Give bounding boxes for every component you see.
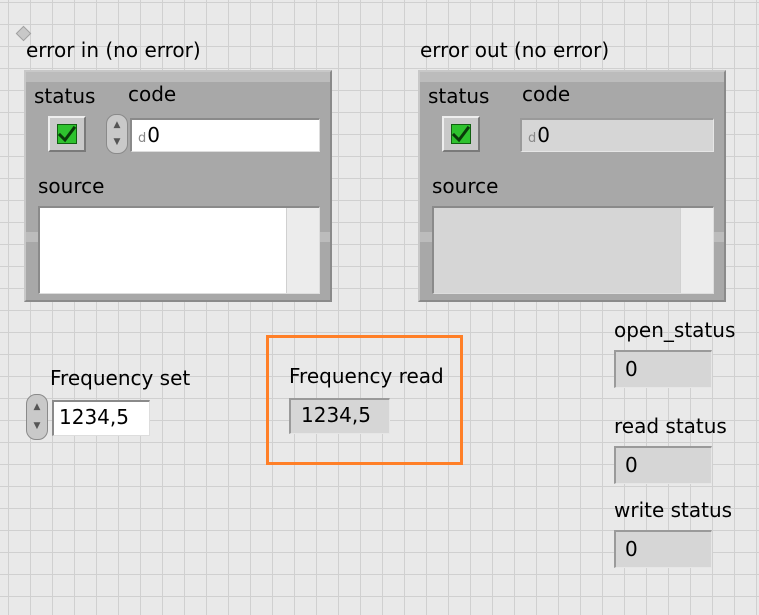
error-in-source-label: source [38,174,105,198]
error-in-cluster: status code ▲ ▼ d0 source [24,70,332,302]
frequency-set-value: 1234,5 [59,405,129,429]
error-in-title: error in (no error) [26,38,201,62]
triangle-up-icon[interactable]: ▲ [33,402,41,412]
triangle-up-icon[interactable]: ▲ [113,120,121,130]
frequency-set-label: Frequency set [50,366,191,390]
open-status-field: 0 [614,350,712,388]
error-out-code-value: 0 [537,123,550,147]
error-out-source-value [434,208,713,216]
triangle-down-icon[interactable]: ▼ [33,421,41,431]
error-out-title: error out (no error) [420,38,610,62]
open-status-value: 0 [625,357,638,381]
error-out-source-field [432,206,714,294]
frequency-read-label: Frequency read [289,364,444,388]
write-status-value: 0 [625,537,638,561]
error-in-source-value [40,208,319,216]
frequency-read-field: 1234,5 [289,398,390,434]
read-status-label: read status [614,414,727,438]
frequency-set-field[interactable]: 1234,5 [52,400,150,436]
error-in-code-radix: d [138,131,147,146]
error-in-code-field[interactable]: d0 [130,118,320,152]
error-out-code-field: d0 [520,118,714,152]
error-in-code-value: 0 [147,123,160,147]
frequency-read-value: 1234,5 [301,403,371,427]
write-status-field: 0 [614,530,712,568]
triangle-down-icon[interactable]: ▼ [113,137,121,147]
error-in-source-scrollbar[interactable] [286,208,319,293]
checkmark-icon [57,125,77,143]
error-out-source-label: source [432,174,499,198]
error-in-code-label: code [128,82,177,106]
error-out-code-radix: d [528,131,537,146]
error-out-source-scrollbar[interactable] [680,208,713,293]
read-status-field: 0 [614,446,712,484]
frequency-read-highlight [266,335,463,465]
error-in-source-field[interactable] [38,206,320,294]
error-in-status-button[interactable] [48,116,86,152]
error-out-cluster: status code d0 source [418,70,726,302]
error-in-status-label: status [34,84,96,108]
error-out-status-label: status [428,84,490,108]
error-out-status-indicator [442,116,480,152]
open-status-label: open_status [614,318,736,342]
error-in-code-spinner[interactable]: ▲ ▼ [106,114,128,154]
checkmark-icon [451,125,471,143]
error-out-code-label: code [522,82,571,106]
frequency-set-spinner[interactable]: ▲ ▼ [26,394,48,440]
write-status-label: write status [614,498,733,522]
read-status-value: 0 [625,453,638,477]
